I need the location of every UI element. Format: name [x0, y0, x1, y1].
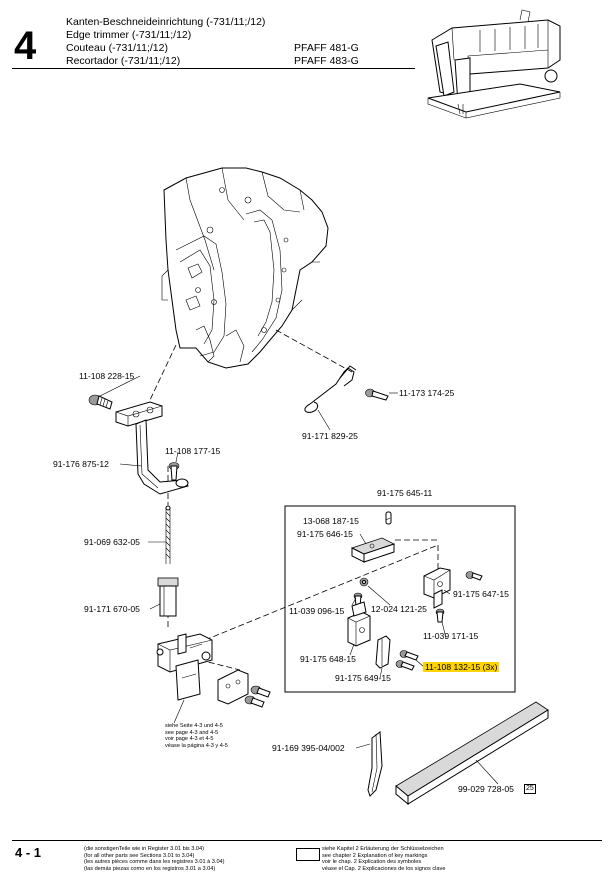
- part-label: 91-171 670-05: [84, 604, 140, 614]
- see-page-fr: voir page 4-3 et 4-5: [165, 736, 214, 743]
- screw-228: [88, 394, 113, 410]
- part-label: 11-039 096-15: [289, 606, 345, 616]
- part-label: 91-175 647-15: [453, 589, 509, 599]
- footer-key-markings-fr: voir le chap. 2 Explication des symboles: [322, 859, 422, 866]
- screw-174: [365, 388, 389, 401]
- part-label: 11-108 177-15: [165, 446, 221, 456]
- screw-177: [168, 462, 180, 481]
- bracket-647: [423, 567, 451, 609]
- see-page-en: see page 4-3 and 4-5: [165, 729, 219, 736]
- part-label: 13-068 187-15: [303, 516, 359, 526]
- guide-395: [367, 731, 383, 797]
- washer-121: [353, 577, 369, 607]
- small-screws: [244, 685, 271, 708]
- spring-829: [304, 365, 357, 413]
- block-648: [347, 601, 371, 647]
- footer-key-markings-de: siehe Kapitel 2 Erläuterung der Schlüsse…: [322, 846, 444, 852]
- footer-key-markings-es: véase el Cap. 2 Explicaciones de los sig…: [322, 865, 446, 872]
- footer-key-markings-en: see chapter 2 Explanation of key marking…: [322, 852, 428, 859]
- title-fr: Couteau (-731/11;/12): [66, 42, 168, 54]
- part-label: 91-171 829-25: [302, 431, 358, 441]
- footer-other-parts-es: (las demás piezas como en los registros …: [84, 865, 216, 872]
- model-481: PFAFF 481-G: [294, 42, 359, 54]
- part-label: 91-175 648-15: [300, 654, 356, 664]
- part-label: 91-176 875-12: [53, 459, 109, 469]
- page-number: 4 - 1: [15, 845, 42, 860]
- cable-632: [165, 505, 171, 564]
- title-en: Edge trimmer (-731/11;/12): [66, 29, 192, 41]
- trimmer-assembly: [156, 633, 213, 701]
- footer-rule: [12, 840, 602, 841]
- knife-649: [375, 635, 391, 669]
- title-de: Kanten-Beschneideinrichtung (-731/11;/12…: [66, 16, 266, 28]
- small-plate: [217, 669, 249, 705]
- part-label: 11-039 171-15: [423, 631, 479, 641]
- key-marking-box: [296, 848, 320, 861]
- parts-box-frame: [284, 505, 516, 693]
- plate-646: [350, 537, 396, 563]
- part-label: 99-029 728-05: [458, 784, 514, 794]
- machine-thumbnail: [427, 9, 561, 119]
- part-label: 91-169 395-04/002: [272, 743, 345, 753]
- part-label: 11-108 228-15: [79, 371, 135, 381]
- bracket-875: [115, 401, 189, 495]
- footer-other-parts-fr: (les autres pièces comme dans les regist…: [84, 859, 225, 866]
- title-es: Recortador (-731/11;/12): [66, 55, 181, 67]
- screw-box-top: [465, 571, 483, 581]
- part-key-box: 25: [524, 784, 536, 794]
- footer-other-parts-de: (die sonstigenTeile wie in Register 3.01…: [84, 846, 205, 852]
- header-rule: [12, 68, 415, 69]
- footer-other-parts-en: (for all other parts see Sections 3.01 t…: [84, 852, 195, 859]
- machine-head-casting: [161, 167, 329, 369]
- part-label: 91-175 646-15: [297, 529, 353, 539]
- screws-132: [395, 650, 419, 671]
- part-label: 91-175 645-11: [377, 488, 433, 498]
- part-label: 11-173 174-25: [399, 388, 455, 398]
- pin-187: [385, 511, 392, 525]
- part-label: 91-069 632-05: [84, 537, 140, 547]
- see-page-de: siehe Seite 4-3 und 4-5: [165, 723, 223, 729]
- sleeve-670: [157, 577, 179, 617]
- strip-728: [395, 701, 549, 806]
- see-page-es: véase la página 4-3 y 4-5: [165, 742, 228, 749]
- model-483: PFAFF 483-G: [294, 55, 359, 67]
- chapter-number: 4: [14, 24, 37, 68]
- screw-171: [435, 608, 445, 623]
- part-label: 12-024 121-25: [371, 604, 427, 614]
- part-label: 91-175 649-15: [335, 673, 391, 683]
- highlighted-part-label: 11-108 132-15 (3x): [423, 662, 500, 672]
